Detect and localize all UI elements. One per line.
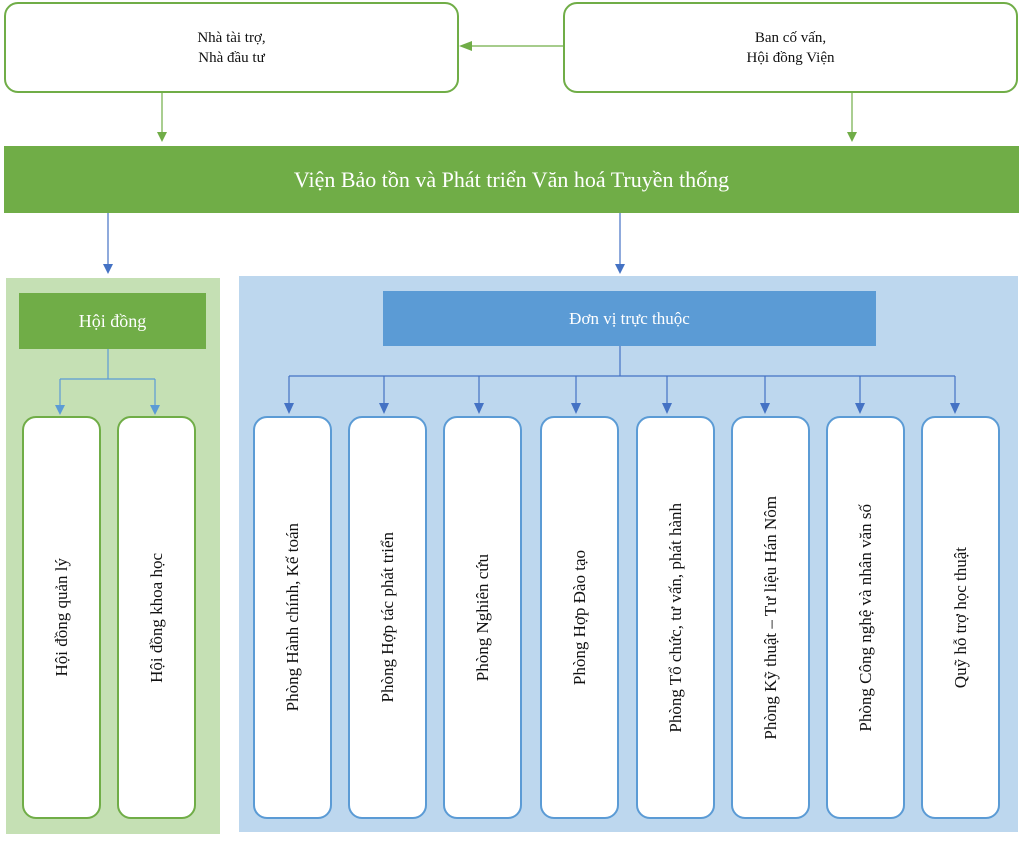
institute-title: Viện Bảo tồn và Phát triển Văn hoá Truyề… [293, 166, 730, 192]
council-item: Hội đồng quản lý [22, 416, 101, 819]
council-title: Hội đồng [78, 310, 147, 331]
institute-bar: Viện Bảo tồn và Phát triển Văn hoá Truyề… [4, 146, 1019, 213]
unit-item: Phòng Kỹ thuật – Tư liệu Hán Nôm [731, 416, 810, 819]
arrow-head-icon [459, 41, 472, 51]
arrow-head-icon [615, 264, 625, 274]
arrow-head-icon [847, 132, 857, 142]
unit-item-label: Phòng Công nghệ và nhân văn số [855, 503, 875, 732]
sponsors-box: Nhà tài trợ, Nhà đầu tư [4, 2, 459, 93]
unit-item: Quỹ hỗ trợ học thuật [921, 416, 1000, 819]
unit-item: Phòng Nghiên cứu [443, 416, 522, 819]
unit-item-label: Phòng Nghiên cứu [472, 553, 492, 682]
unit-item: Phòng Hợp Đào tạo [540, 416, 619, 819]
advisors-label: Ban cố vấn, Hội đồng Viện [746, 29, 835, 66]
council-item: Hội đồng khoa học [117, 416, 196, 819]
arrow-head-icon [157, 132, 167, 142]
unit-item: Phòng Công nghệ và nhân văn số [826, 416, 905, 819]
unit-item: Phòng Hành chính, Kế toán [253, 416, 332, 819]
unit-item: Phòng Tổ chức, tư vấn, phát hành [636, 416, 715, 819]
council-header: Hội đồng [19, 293, 206, 349]
arrow-head-icon [103, 264, 113, 274]
unit-item-label: Phòng Hợp Đào tạo [569, 549, 589, 686]
unit-item: Phòng Hợp tác phát triển [348, 416, 427, 819]
unit-item-label: Phòng Tổ chức, tư vấn, phát hành [665, 502, 685, 733]
unit-item-label: Phòng Kỹ thuật – Tư liệu Hán Nôm [760, 495, 780, 740]
unit-item-label: Quỹ hỗ trợ học thuật [950, 546, 970, 689]
units-header: Đơn vị trực thuộc [383, 291, 876, 346]
unit-item-label: Phòng Hợp tác phát triển [377, 532, 397, 703]
unit-item-label: Phòng Hành chính, Kế toán [282, 523, 302, 712]
advisors-box: Ban cố vấn, Hội đồng Viện [563, 2, 1018, 93]
council-item-label: Hội đồng khoa học [146, 552, 166, 683]
sponsors-label: Nhà tài trợ, Nhà đầu tư [197, 29, 266, 66]
council-item-label: Hội đồng quản lý [51, 558, 71, 677]
units-title: Đơn vị trực thuộc [569, 308, 690, 328]
